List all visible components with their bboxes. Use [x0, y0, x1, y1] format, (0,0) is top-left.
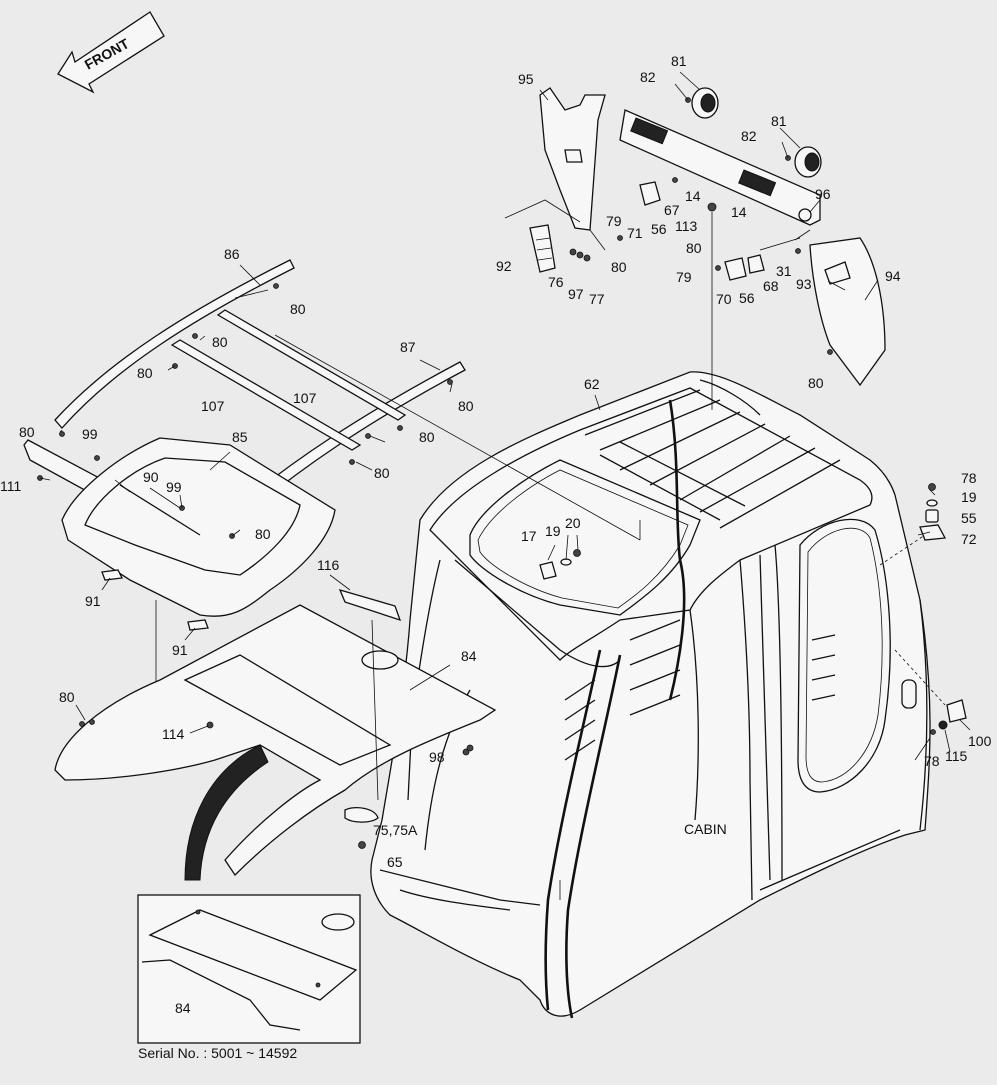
detail-inset: Serial No. : 5001 ~ 14592	[137, 894, 361, 1061]
callout-81: 81	[771, 113, 787, 129]
callout-107: 107	[293, 390, 317, 406]
serial-note: Serial No. : 5001 ~ 14592	[138, 1045, 297, 1061]
callout-111: 111	[0, 478, 21, 494]
callout-100: 100	[968, 733, 992, 749]
callout-98: 98	[429, 749, 445, 765]
callout-80: 80	[686, 240, 702, 256]
floor-mat	[54, 588, 561, 900]
callout-99: 99	[166, 479, 182, 495]
side-hardware	[462, 483, 967, 756]
callout-90: 90	[143, 469, 159, 485]
callout-81: 81	[671, 53, 687, 69]
callout-84: 84	[461, 648, 477, 664]
callout-96: 96	[815, 186, 831, 202]
callout-92: 92	[496, 258, 512, 274]
callout-78: 78	[961, 470, 977, 486]
callout-93: 93	[796, 276, 812, 292]
callout-14: 14	[731, 204, 747, 220]
callout-labels: 95 82 81 81 82 96 14 67 79 71 56 113 80 …	[0, 53, 992, 1016]
callout-71: 71	[627, 225, 643, 241]
callout-70: 70	[716, 291, 732, 307]
front-arrow: FRONT	[57, 11, 165, 94]
callout-31: 31	[776, 263, 792, 279]
callout-67: 67	[664, 202, 680, 218]
callout-91: 91	[172, 642, 188, 658]
callout-80: 80	[137, 365, 153, 381]
callout-107: 107	[201, 398, 225, 414]
callout-19: 19	[961, 489, 977, 505]
callout-19: 19	[545, 523, 561, 539]
cabin-frame: CABIN	[370, 371, 931, 1019]
callout-80: 80	[59, 689, 75, 705]
callout-113: 113	[675, 218, 698, 234]
callout-75-75a: 75,75A	[373, 822, 418, 838]
callout-68: 68	[763, 278, 779, 294]
callout-84: 84	[175, 1000, 191, 1016]
callout-56: 56	[739, 290, 755, 306]
callout-62: 62	[584, 376, 600, 392]
callout-leaders	[39, 71, 971, 761]
callout-80: 80	[19, 424, 35, 440]
callout-85: 85	[232, 429, 248, 445]
callout-80: 80	[808, 375, 824, 391]
callout-78: 78	[924, 753, 940, 769]
callout-80: 80	[458, 398, 474, 414]
callout-82: 82	[741, 128, 757, 144]
callout-80: 80	[212, 334, 228, 350]
headliner-parts	[23, 259, 641, 750]
callout-97: 97	[568, 286, 584, 302]
callout-72: 72	[961, 531, 977, 547]
callout-114: 114	[162, 726, 185, 742]
speaker-81a	[691, 87, 719, 119]
callout-80: 80	[290, 301, 306, 317]
callout-80: 80	[255, 526, 271, 542]
callout-86: 86	[224, 246, 240, 262]
callout-55: 55	[961, 510, 977, 526]
rear-panels	[504, 87, 886, 410]
callout-76: 76	[548, 274, 564, 290]
cabin-label: CABIN	[684, 821, 727, 837]
callout-77: 77	[589, 291, 605, 307]
callout-80: 80	[374, 465, 390, 481]
callout-80: 80	[419, 429, 435, 445]
callout-115: 115	[945, 748, 968, 764]
callout-82: 82	[640, 69, 656, 85]
callout-94: 94	[885, 268, 901, 284]
callout-65: 65	[387, 854, 403, 870]
callout-14: 14	[685, 188, 701, 204]
callout-79: 79	[676, 269, 692, 285]
speaker-81b	[794, 146, 822, 178]
callout-17: 17	[521, 528, 537, 544]
callout-87: 87	[400, 339, 416, 355]
callout-80: 80	[611, 259, 627, 275]
callout-20: 20	[565, 515, 581, 531]
callout-99: 99	[82, 426, 98, 442]
callout-116: 116	[317, 557, 340, 573]
callout-56: 56	[651, 221, 667, 237]
callout-91: 91	[85, 593, 101, 609]
callout-79: 79	[606, 213, 622, 229]
callout-95: 95	[518, 71, 534, 87]
